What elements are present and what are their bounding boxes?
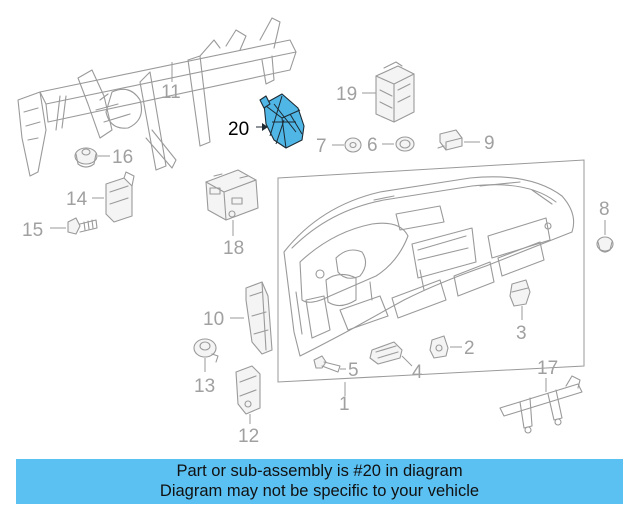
part-13-clip bbox=[193, 338, 219, 363]
callout-5: 5 bbox=[348, 360, 359, 381]
part-9-clip bbox=[437, 129, 463, 151]
callout-4: 4 bbox=[412, 362, 423, 383]
callout-3: 3 bbox=[516, 323, 527, 344]
part-8-grommet bbox=[596, 236, 614, 253]
callout-9: 9 bbox=[484, 133, 495, 154]
part-3-bracket bbox=[509, 279, 531, 307]
part-5-screw bbox=[313, 355, 341, 373]
part-20-highlighted bbox=[259, 93, 305, 149]
part-2-clip bbox=[429, 335, 449, 359]
part-10-side-panel bbox=[245, 281, 273, 355]
callout-14: 14 bbox=[66, 189, 88, 210]
part-18-module bbox=[205, 169, 259, 221]
banner-line-1: Part or sub-assembly is #20 in diagram bbox=[176, 462, 463, 480]
part-19-duct bbox=[375, 61, 415, 123]
part-1-instrument-panel bbox=[283, 176, 575, 357]
part-14-bracket bbox=[105, 171, 135, 223]
callout-20: 20 bbox=[228, 119, 249, 140]
callout-7: 7 bbox=[316, 136, 327, 157]
callout-1: 1 bbox=[339, 394, 350, 415]
part-12-bracket bbox=[235, 365, 261, 415]
callout-19: 19 bbox=[336, 84, 357, 105]
part-16-clip bbox=[74, 147, 98, 168]
banner-line-2: Diagram may not be specific to your vehi… bbox=[159, 482, 480, 500]
assembly-box bbox=[277, 159, 585, 383]
callout-12: 12 bbox=[238, 426, 259, 447]
callout-18: 18 bbox=[223, 238, 244, 259]
callout-17: 17 bbox=[537, 358, 558, 379]
callout-13: 13 bbox=[194, 376, 215, 397]
part-11-support-beam bbox=[17, 17, 297, 177]
callout-11: 11 bbox=[161, 82, 181, 103]
callout-16: 16 bbox=[112, 147, 133, 168]
part-6-cap bbox=[395, 136, 415, 152]
part-4-clip bbox=[369, 341, 403, 365]
part-7-grommet bbox=[344, 137, 362, 153]
callout-10: 10 bbox=[203, 309, 224, 330]
part-17-lower-bracket bbox=[499, 375, 583, 434]
callout-8: 8 bbox=[599, 199, 610, 220]
part-15-bolt bbox=[67, 217, 98, 235]
info-banner: Part or sub-assembly is #20 in diagram D… bbox=[16, 459, 623, 504]
callout-2: 2 bbox=[464, 338, 475, 359]
callout-15: 15 bbox=[22, 220, 43, 241]
callout-6: 6 bbox=[367, 135, 378, 156]
